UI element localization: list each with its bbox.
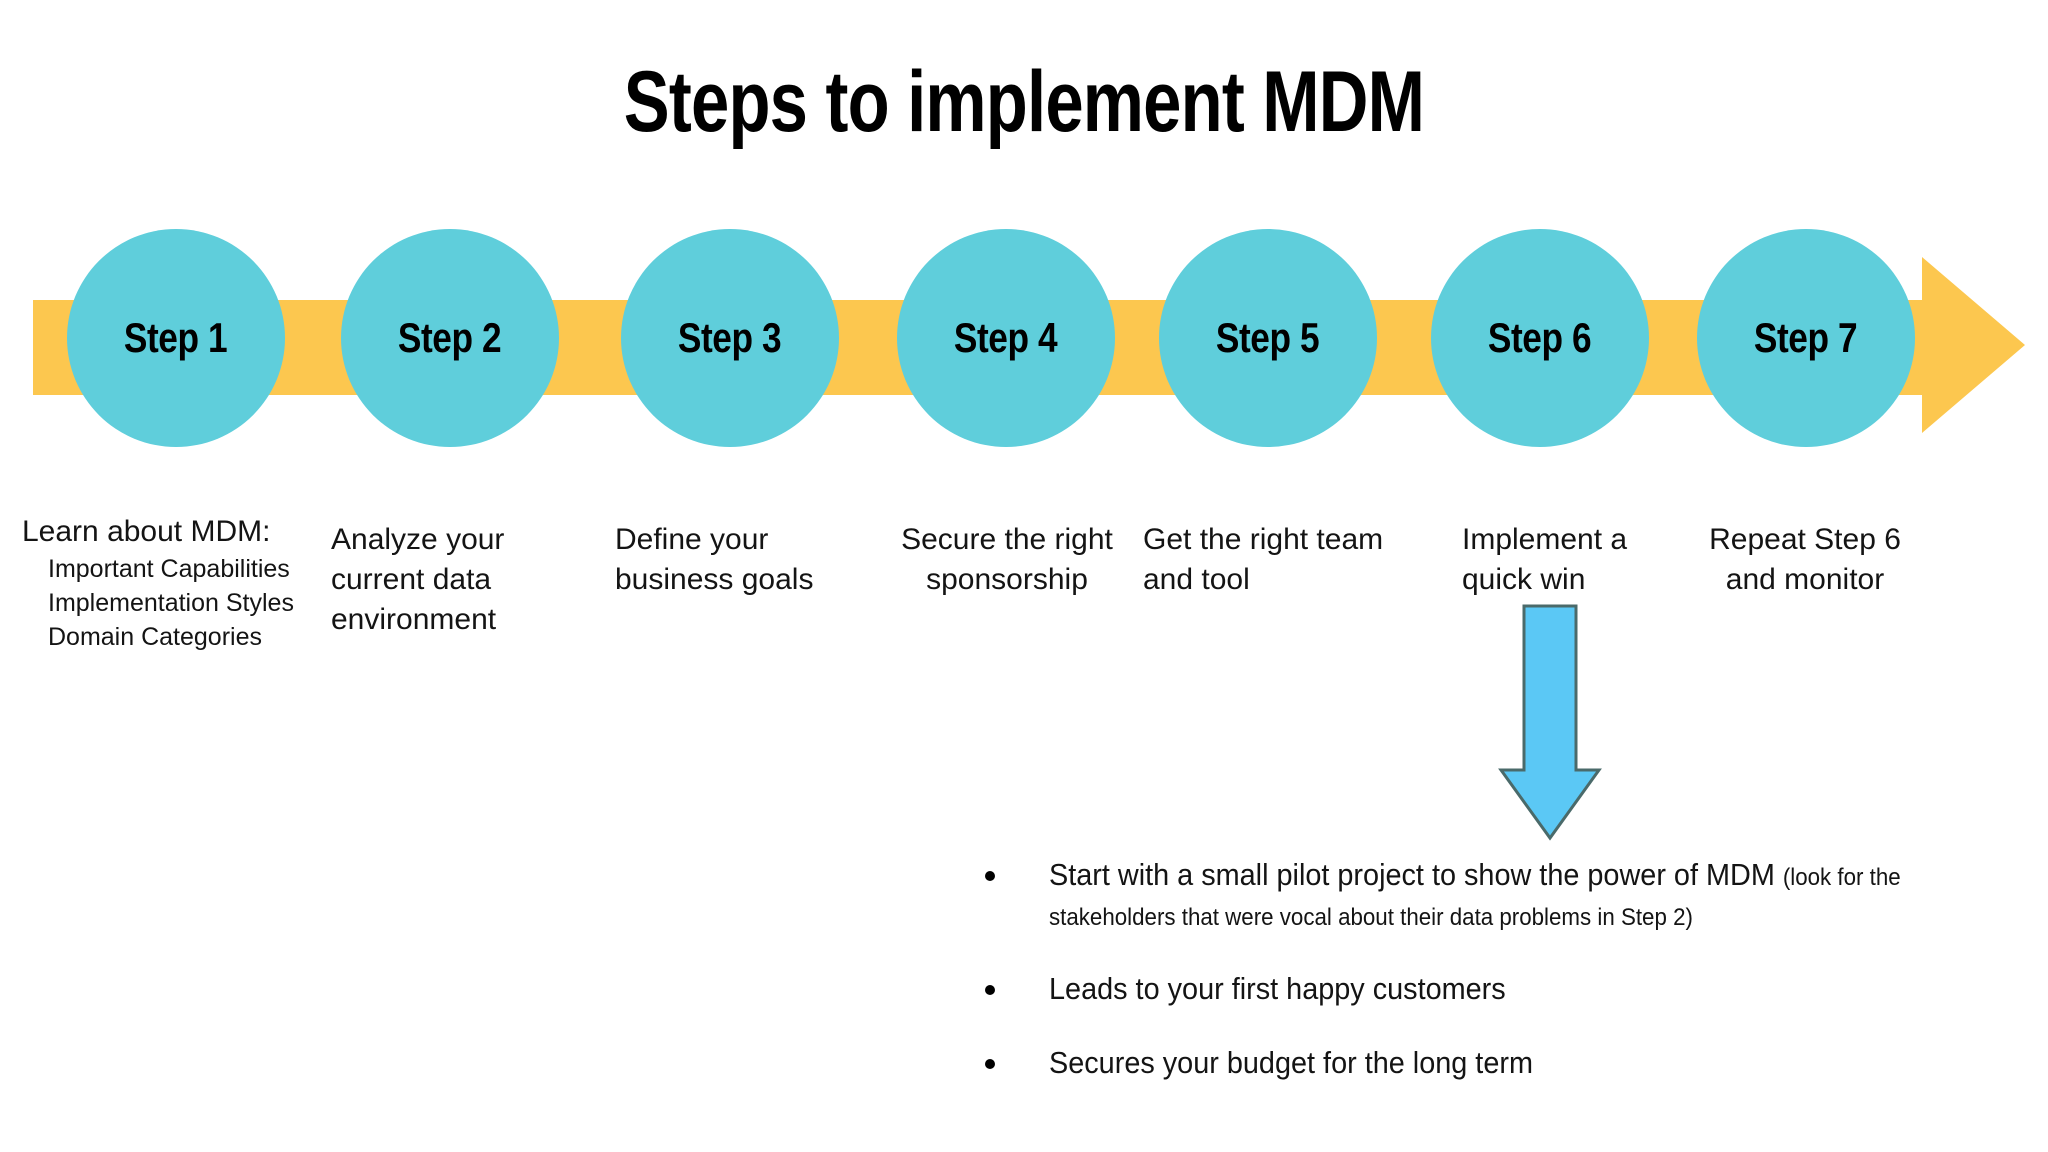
step-caption-1-sub-2: Implementation Styles [48,589,294,617]
step-caption-2: Analyze your current data environment [331,520,601,640]
bullet-dot-icon [985,1059,995,1069]
step-circle-3[interactable]: Step 3 [621,229,839,447]
list-item: Leads to your first happy customers [985,969,1995,1009]
step-caption-6: Implement a quick win [1462,520,1642,600]
step-caption-1: Learn about MDM: Important Capabilities … [22,512,322,654]
detail-bullet-list: Start with a small pilot project to show… [985,855,1995,1117]
step-circle-7[interactable]: Step 7 [1697,229,1915,447]
step-circle-6[interactable]: Step 6 [1431,229,1649,447]
step-caption-1-main: Learn about MDM: [22,515,271,548]
bullet-text-1-main: Start with a small pilot project to show… [1049,857,1783,892]
step-caption-5: Get the right team and tool [1143,520,1433,600]
bullet-dot-icon [985,871,995,881]
step-circle-1[interactable]: Step 1 [67,229,285,447]
step-badge-label: Step 3 [678,314,782,361]
step-badge-label: Step 4 [954,314,1058,361]
step-caption-1-sub-3: Domain Categories [48,623,262,651]
step-circle-2[interactable]: Step 2 [341,229,559,447]
step-circle-5[interactable]: Step 5 [1159,229,1377,447]
step-badge-label: Step 6 [1488,314,1592,361]
list-item: Secures your budget for the long term [985,1043,1995,1083]
step-badge-label: Step 1 [124,314,228,361]
step-caption-4: Secure the right sponsorship [896,520,1118,600]
bullet-text-2: Leads to your first happy customers [1049,969,1929,1009]
step-caption-2-main: Analyze your current data environment [331,523,505,636]
bullet-text-1-note: (look for the stakeholders that were voc… [1049,864,1901,931]
step-badge-label: Step 2 [398,314,502,361]
step-caption-3-main: Define your business goals [615,523,814,596]
bullet-text-1: Start with a small pilot project to show… [1049,855,1929,935]
step-caption-6-main: Implement a quick win [1462,523,1628,596]
bullet-dot-icon [985,985,995,995]
bullet-text-2-main: Leads to your first happy customers [1049,971,1506,1006]
bullet-text-3: Secures your budget for the long term [1049,1043,1929,1083]
bullet-text-3-main: Secures your budget for the long term [1049,1045,1533,1080]
step-caption-5-main: Get the right team and tool [1143,523,1384,596]
step-caption-4-main: Secure the right sponsorship [901,523,1113,596]
step-caption-1-sub-1: Important Capabilities [48,555,290,583]
step-circle-4[interactable]: Step 4 [897,229,1115,447]
step-badge-label: Step 5 [1216,314,1320,361]
step-caption-7-main: Repeat Step 6 and monitor [1709,523,1901,596]
list-item: Start with a small pilot project to show… [985,855,1995,935]
step-caption-7: Repeat Step 6 and monitor [1680,520,1930,600]
step-badge-label: Step 7 [1754,314,1858,361]
down-arrow-icon [1495,600,1605,845]
page-title: Steps to implement MDM [623,54,1425,150]
step-caption-3: Define your business goals [615,520,885,600]
